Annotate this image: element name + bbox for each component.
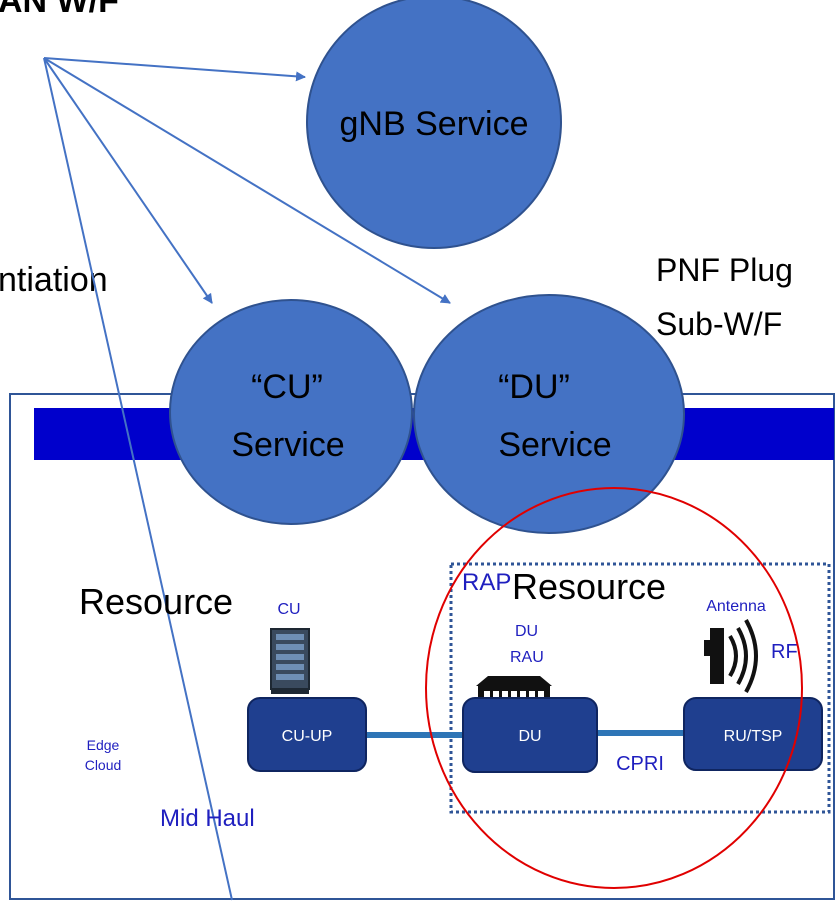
resource-left-label: Resource [79,581,233,622]
cu-service-label-2: Service [231,426,344,464]
arrow-to-cu [43,57,213,304]
ru-tsp-box[interactable] [683,697,823,771]
arrow-to-du [43,57,451,304]
rap-label: RAP [462,569,511,596]
workflow-title: AN W/F [0,0,119,20]
cu-service-label-1: “CU” [251,368,323,406]
gnb-service-node[interactable] [306,0,562,249]
gnb-service-label: gNB Service [340,105,529,143]
cu-up-label: CU-UP [282,728,333,745]
rap-box [449,562,831,814]
cu-server-label: CU [277,601,300,618]
edge-cloud-label-1: Edge [87,737,120,753]
rau-label: RAU [510,649,544,666]
du-box[interactable] [462,697,598,773]
cu-up-box[interactable] [247,697,367,772]
pnf-plug-label: PNF Plug [656,252,793,288]
antenna-icon [704,619,758,693]
du-box-label: DU [518,728,541,745]
instantiation-label: ntiation [0,261,108,299]
antenna-label: Antenna [706,598,766,615]
long-diagonal-line [43,57,233,901]
resource-right-label: Resource [512,566,666,607]
du-service-label-2: Service [498,426,611,464]
cpri-label: CPRI [616,753,664,775]
server-rack-icon [270,628,310,694]
arrow-to-gnb [43,57,306,82]
du-service-label-1: “DU” [498,368,570,406]
highlight-circle [425,487,803,889]
mid-haul-label: Mid Haul [160,805,255,832]
ru-tsp-label: RU/TSP [724,728,783,745]
rf-label: RF [771,641,798,663]
du-small-label: DU [515,623,538,640]
edge-cloud-label-2: Cloud [85,757,122,773]
du-service-node[interactable] [413,294,685,534]
cu-service-node[interactable] [169,299,413,525]
pnf-subwf-label: Sub-W/F [656,306,782,342]
